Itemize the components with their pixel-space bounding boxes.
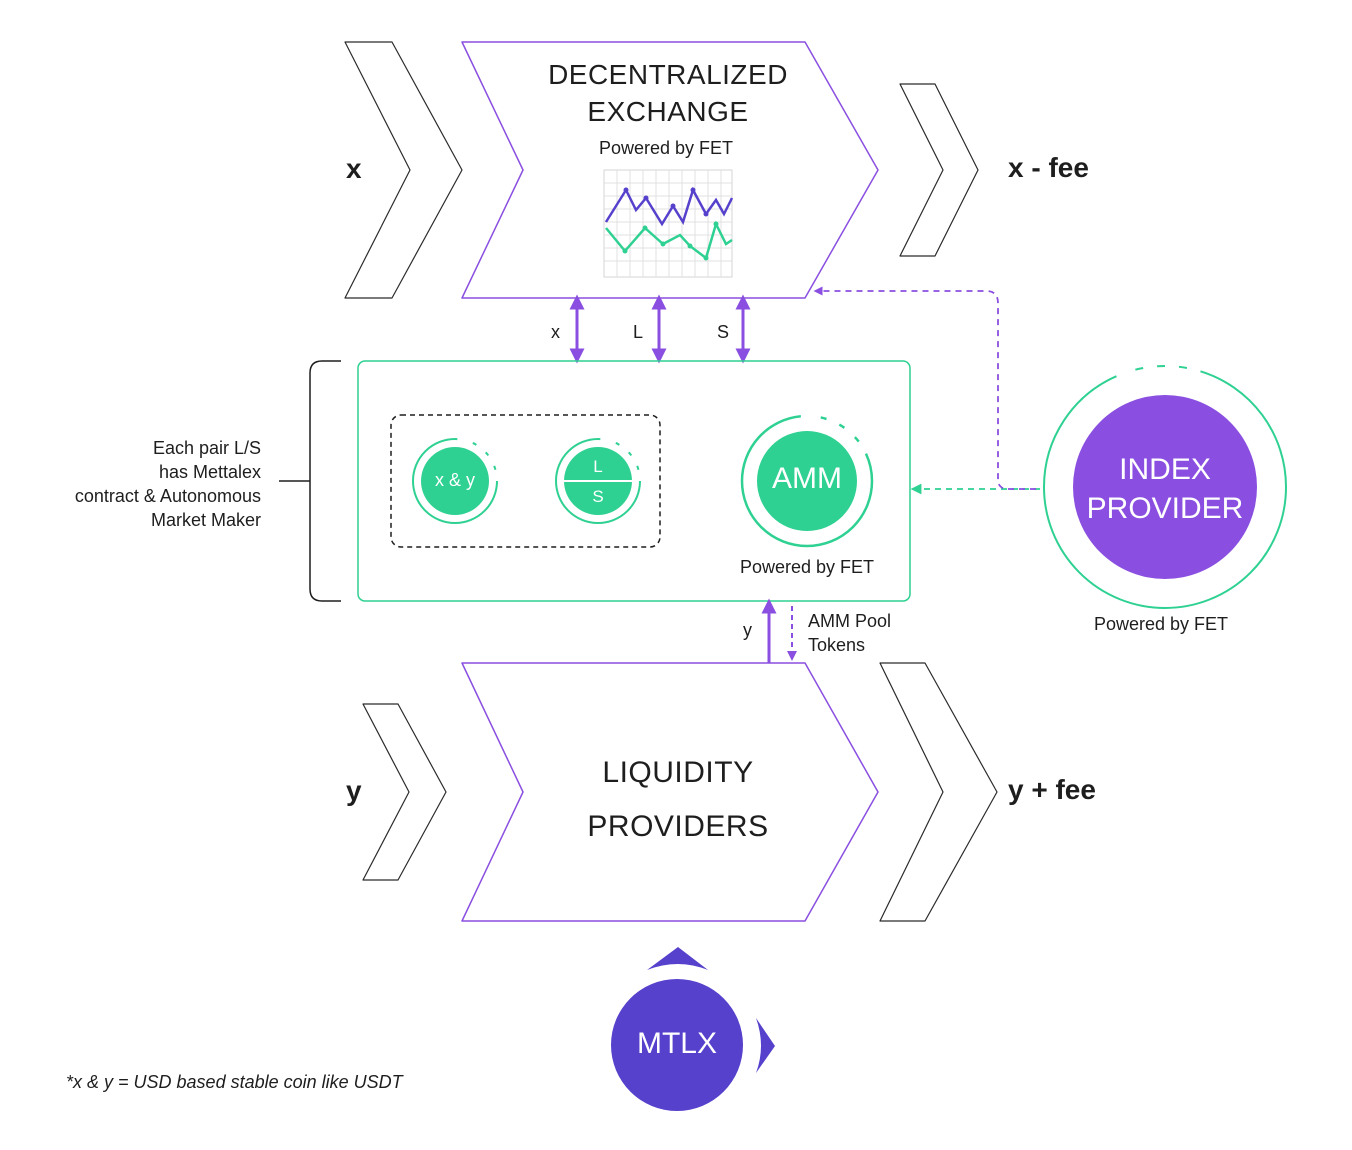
footnote: *x & y = USD based stable coin like USDT <box>66 1072 403 1092</box>
index-provider-line1: INDEX <box>1119 453 1211 486</box>
y-connector-label: y <box>743 620 752 640</box>
exchange-title-line2: EXCHANGE <box>587 96 749 127</box>
amm-powered-by: Powered by FET <box>739 557 875 577</box>
exchange-output-chevron <box>899 83 979 257</box>
liquidity-chevron <box>461 662 879 922</box>
liquidity-input-chevron <box>362 703 447 881</box>
x-connector-label: x <box>551 322 560 342</box>
pool-tokens-line1: AMM Pool <box>808 611 892 631</box>
exchange-chevron <box>461 41 879 299</box>
contract-desc-line1: Each pair L/S <box>152 438 261 458</box>
contract-box <box>357 360 911 602</box>
exchange-input-chevron <box>344 41 463 299</box>
amm-circle <box>740 414 874 548</box>
index-provider-powered-by: Powered by FET <box>1093 614 1229 634</box>
contract-desc-line4: Market Maker <box>150 510 261 530</box>
mtlx-label: MTLX <box>636 1027 717 1060</box>
contract-bracket <box>279 360 341 602</box>
contract-desc-line2: has Mettalex <box>158 462 261 482</box>
amm-label: AMM <box>772 462 842 495</box>
contract-desc-line3: contract & Autonomous <box>74 486 261 506</box>
short-token-label: S <box>592 487 604 506</box>
pool-tokens-line2: Tokens <box>808 635 866 655</box>
index-provider-line2: PROVIDER <box>1086 492 1244 525</box>
exchange-powered-by: Powered by FET <box>598 138 734 158</box>
liquidity-title-line2: PROVIDERS <box>587 810 769 843</box>
liquidity-title-line1: LIQUIDITY <box>602 756 754 789</box>
s-connector-label: S <box>717 322 730 342</box>
xy-token-label: x & y <box>434 470 475 490</box>
ls-token-circle <box>555 438 641 524</box>
exchange-output-label: x - fee <box>1008 152 1089 183</box>
index-to-exchange-arrow <box>813 286 1036 490</box>
xy-token-circle <box>412 438 498 524</box>
liquidity-input-label: y <box>346 775 362 806</box>
exchange-title-line1: DECENTRALIZED <box>548 59 788 90</box>
index-provider-circle <box>1043 365 1287 609</box>
exchange-input-label: x <box>346 153 362 184</box>
liquidity-output-label: y + fee <box>1008 774 1096 805</box>
token-pair-group <box>390 414 661 548</box>
price-chart-icon <box>603 169 734 278</box>
mtlx-badge <box>611 947 775 1111</box>
long-token-label: L <box>593 457 603 476</box>
l-connector-label: L <box>633 322 644 342</box>
liquidity-output-chevron <box>879 662 998 922</box>
